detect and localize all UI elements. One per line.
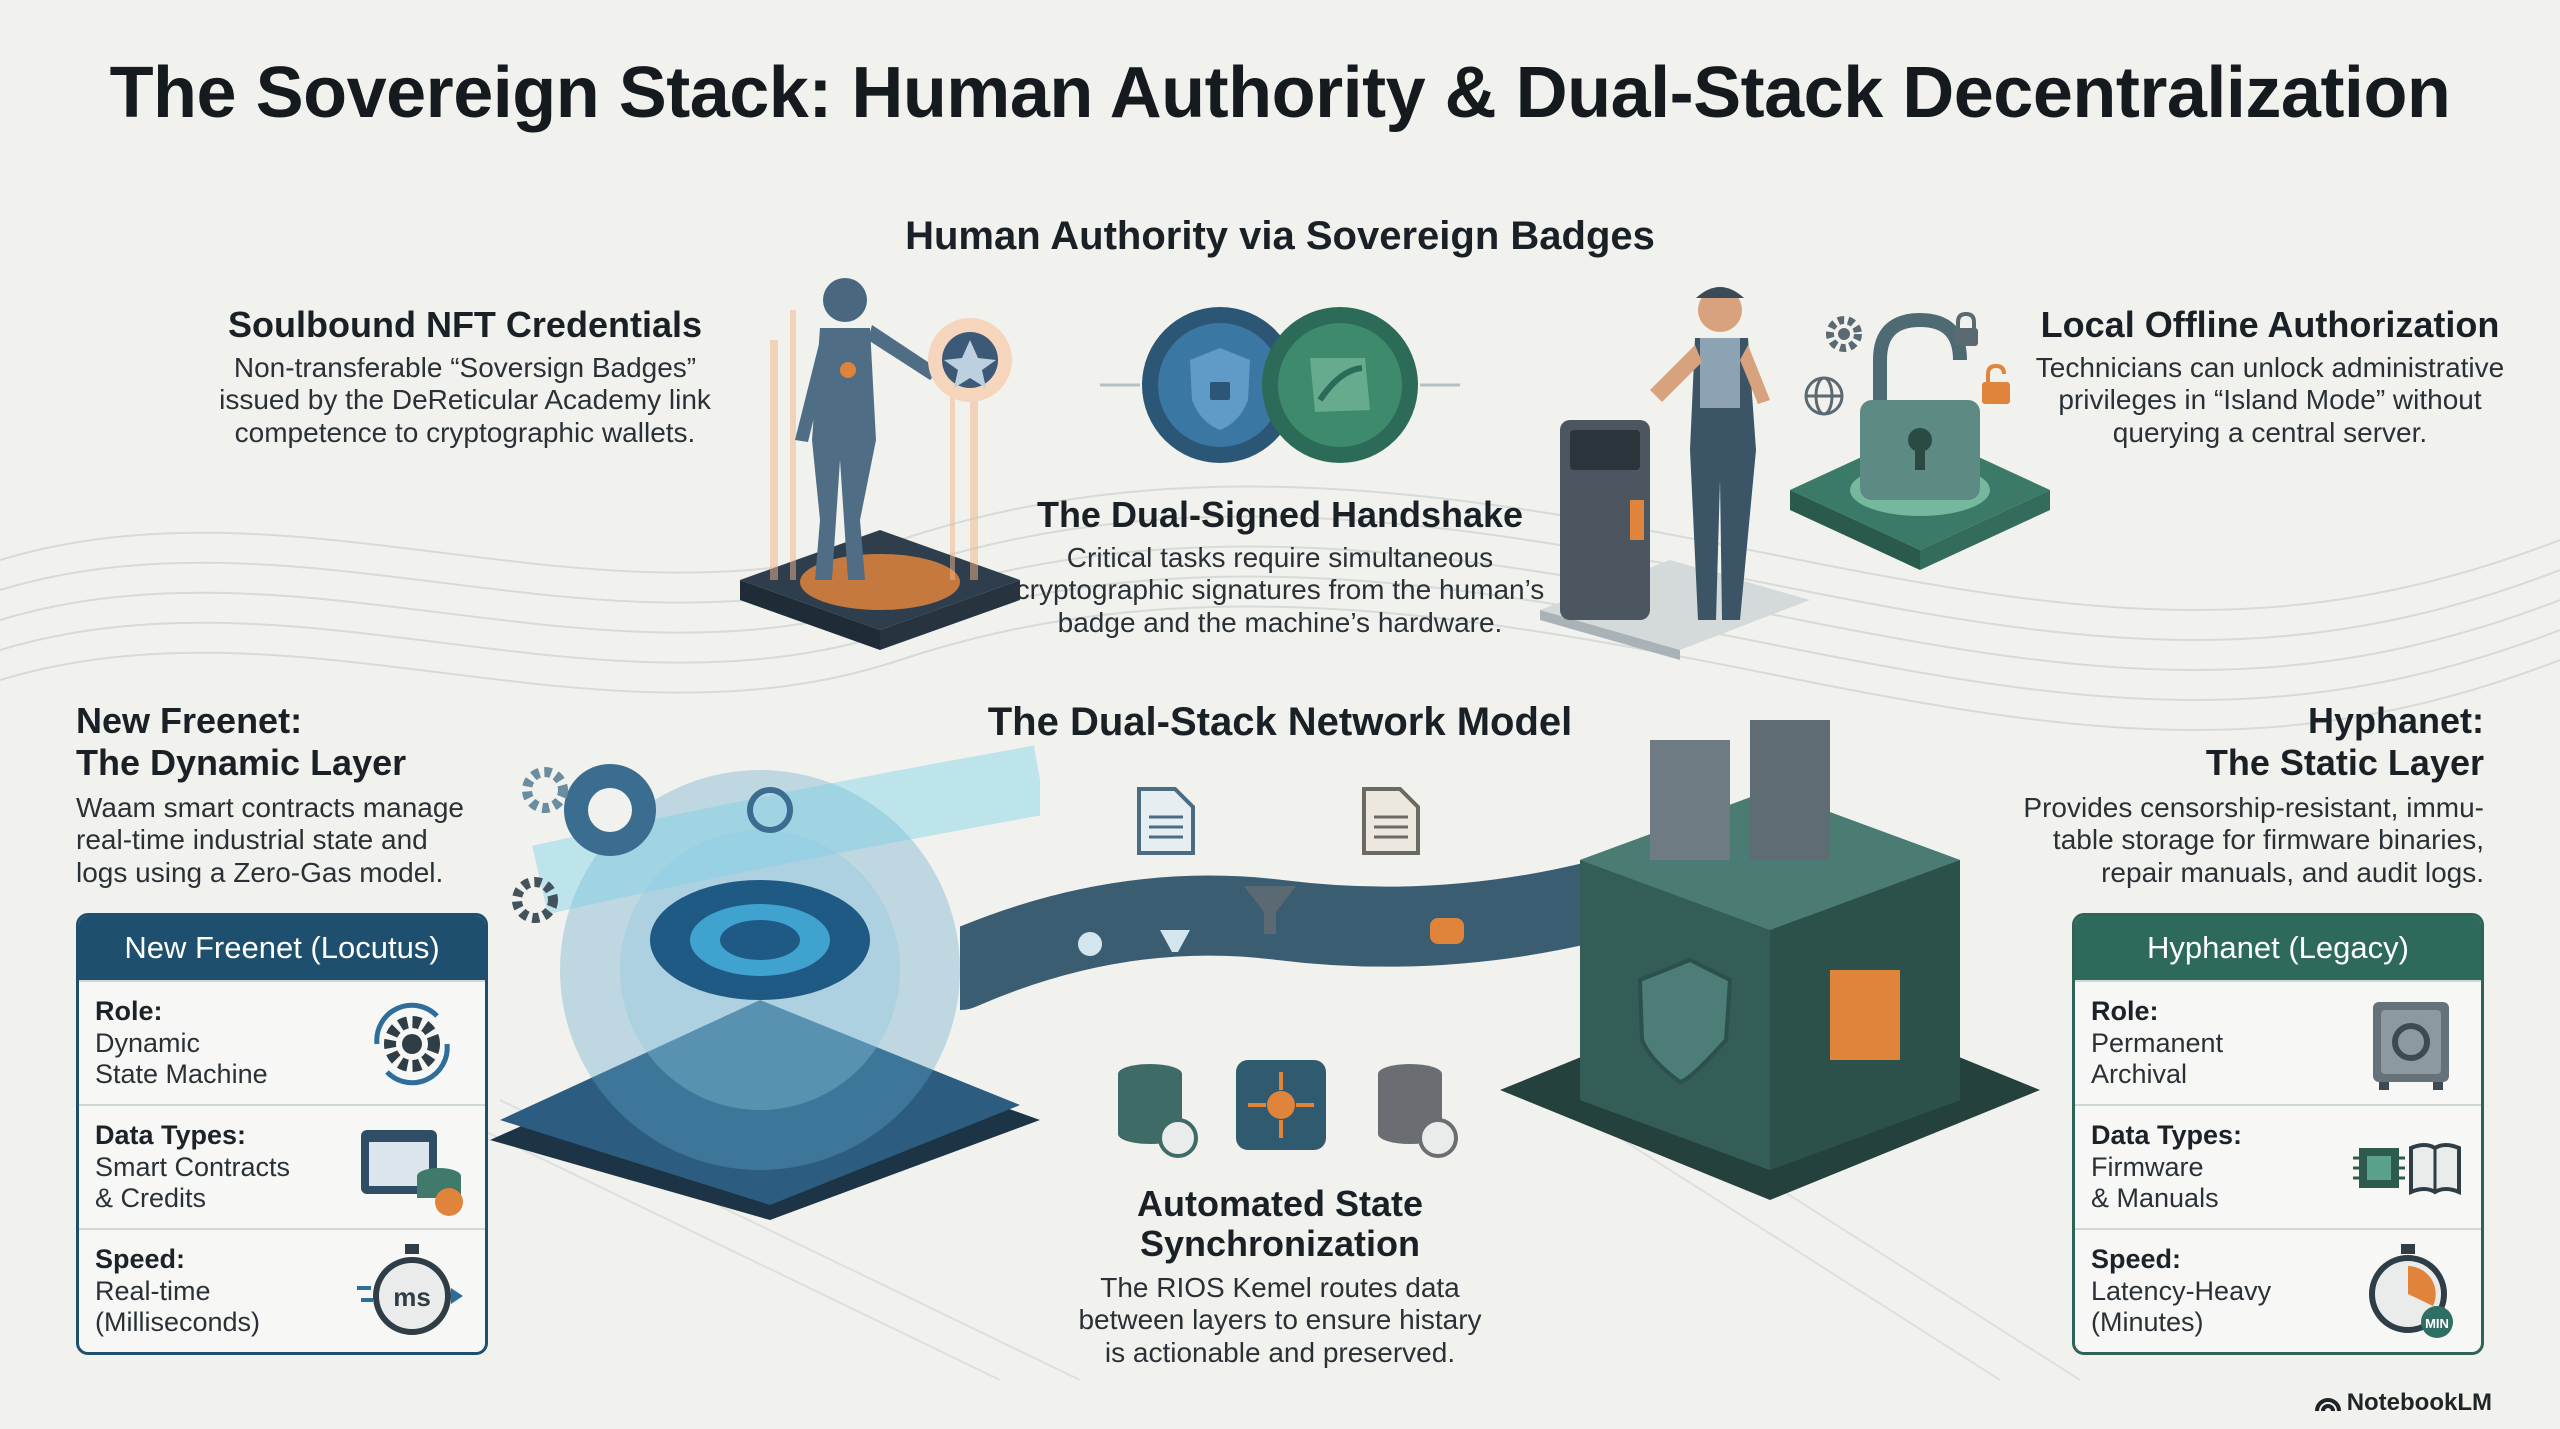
small-lock-icon bbox=[1954, 311, 1978, 346]
sync-heading: Automated State Synchronization bbox=[1136, 1183, 1424, 1265]
database-gear-icon bbox=[1118, 1064, 1198, 1158]
database-sync-icon bbox=[1378, 1064, 1458, 1158]
svg-text:MIN: MIN bbox=[2425, 1316, 2449, 1331]
dual-signature-coins bbox=[1100, 307, 1460, 463]
gear-cycle-icon bbox=[374, 1002, 450, 1086]
chip-book-icon bbox=[2353, 1143, 2461, 1196]
page-title: The Sovereign Stack: Human Authority & D… bbox=[109, 53, 2451, 133]
globe-icon bbox=[1804, 376, 1844, 416]
hyphanet-datatypes-row: Data Types: Firmware & Manuals bbox=[2075, 1104, 2481, 1228]
stopwatch-min-icon: MIN bbox=[2369, 1244, 2453, 1338]
hyphanet-static-fortress bbox=[1500, 720, 2040, 1200]
hyphanet-layer-heading: Hyphanet: The Static Layer bbox=[2205, 700, 2484, 784]
notebooklm-logo-icon bbox=[2314, 1398, 2341, 1412]
human-badge-illustration bbox=[740, 278, 1020, 650]
hyphanet-layer-description: Provides censorship-resistant, immu- tab… bbox=[2023, 792, 2484, 888]
data-pipeline bbox=[960, 860, 1600, 1010]
freenet-speed-row: Speed: Real-time (Milliseconds) ms bbox=[79, 1228, 485, 1352]
freenet-card: New Freenet (Locutus) Role: Dynamic Stat… bbox=[76, 913, 488, 1355]
offline-auth-description: Technicians can unlock administrative pr… bbox=[2035, 352, 2505, 448]
human-authority-heading: Human Authority via Sovereign Badges bbox=[905, 214, 1655, 258]
open-lock-icon bbox=[1982, 363, 2010, 404]
soulbound-heading: Soulbound NFT Credentials bbox=[228, 304, 702, 345]
handshake-heading: The Dual-Signed Handshake bbox=[1036, 494, 1524, 535]
offline-padlock-platform bbox=[1790, 312, 2050, 570]
network-model-heading: The Dual-Stack Network Model bbox=[987, 700, 1573, 744]
document-icon bbox=[1137, 787, 1195, 855]
technician-terminal-illustration bbox=[1540, 287, 1810, 660]
offline-auth-heading: Local Offline Authorization bbox=[2040, 304, 2500, 345]
handshake-description: Critical tasks require simultaneous cryp… bbox=[1015, 542, 1545, 638]
vault-icon bbox=[2373, 1002, 2449, 1090]
stopwatch-ms-icon: ms bbox=[357, 1244, 463, 1335]
freenet-layer-description: Waam smart contracts manage real-time in… bbox=[76, 792, 464, 888]
gear-icon bbox=[512, 877, 558, 923]
hyphanet-role-row: Role: Permanent Archival bbox=[2075, 980, 2481, 1104]
soulbound-description: Non-transferable “Soversign Badges” issu… bbox=[219, 352, 711, 448]
freenet-dynamic-platform bbox=[490, 745, 1040, 1220]
freenet-datatypes-row: Data Types: Smart Contracts & Credits bbox=[79, 1104, 485, 1228]
gear-icon bbox=[522, 767, 568, 813]
notebooklm-brand: NotebookLM bbox=[2314, 1389, 2492, 1417]
freenet-card-title: New Freenet (Locutus) bbox=[79, 916, 485, 980]
freenet-layer-heading: New Freenet: The Dynamic Layer bbox=[76, 700, 407, 784]
funnel-icon bbox=[1244, 886, 1296, 934]
freenet-role-row: Role: Dynamic State Machine bbox=[79, 980, 485, 1104]
hyphanet-card: Hyphanet (Legacy) Role: Permanent Archiv… bbox=[2072, 913, 2484, 1355]
hyphanet-speed-row: Speed: Latency-Heavy (Minutes) MIN bbox=[2075, 1228, 2481, 1352]
sync-description: The RIOS Kemel routes data between layer… bbox=[1078, 1272, 1482, 1368]
contract-coins-icon bbox=[361, 1130, 463, 1216]
gear-icon bbox=[1826, 316, 1862, 352]
hub-node-icon bbox=[1236, 1060, 1326, 1150]
svg-text:ms: ms bbox=[393, 1282, 431, 1312]
document-icon bbox=[1362, 787, 1420, 855]
hyphanet-card-title: Hyphanet (Legacy) bbox=[2075, 916, 2481, 980]
